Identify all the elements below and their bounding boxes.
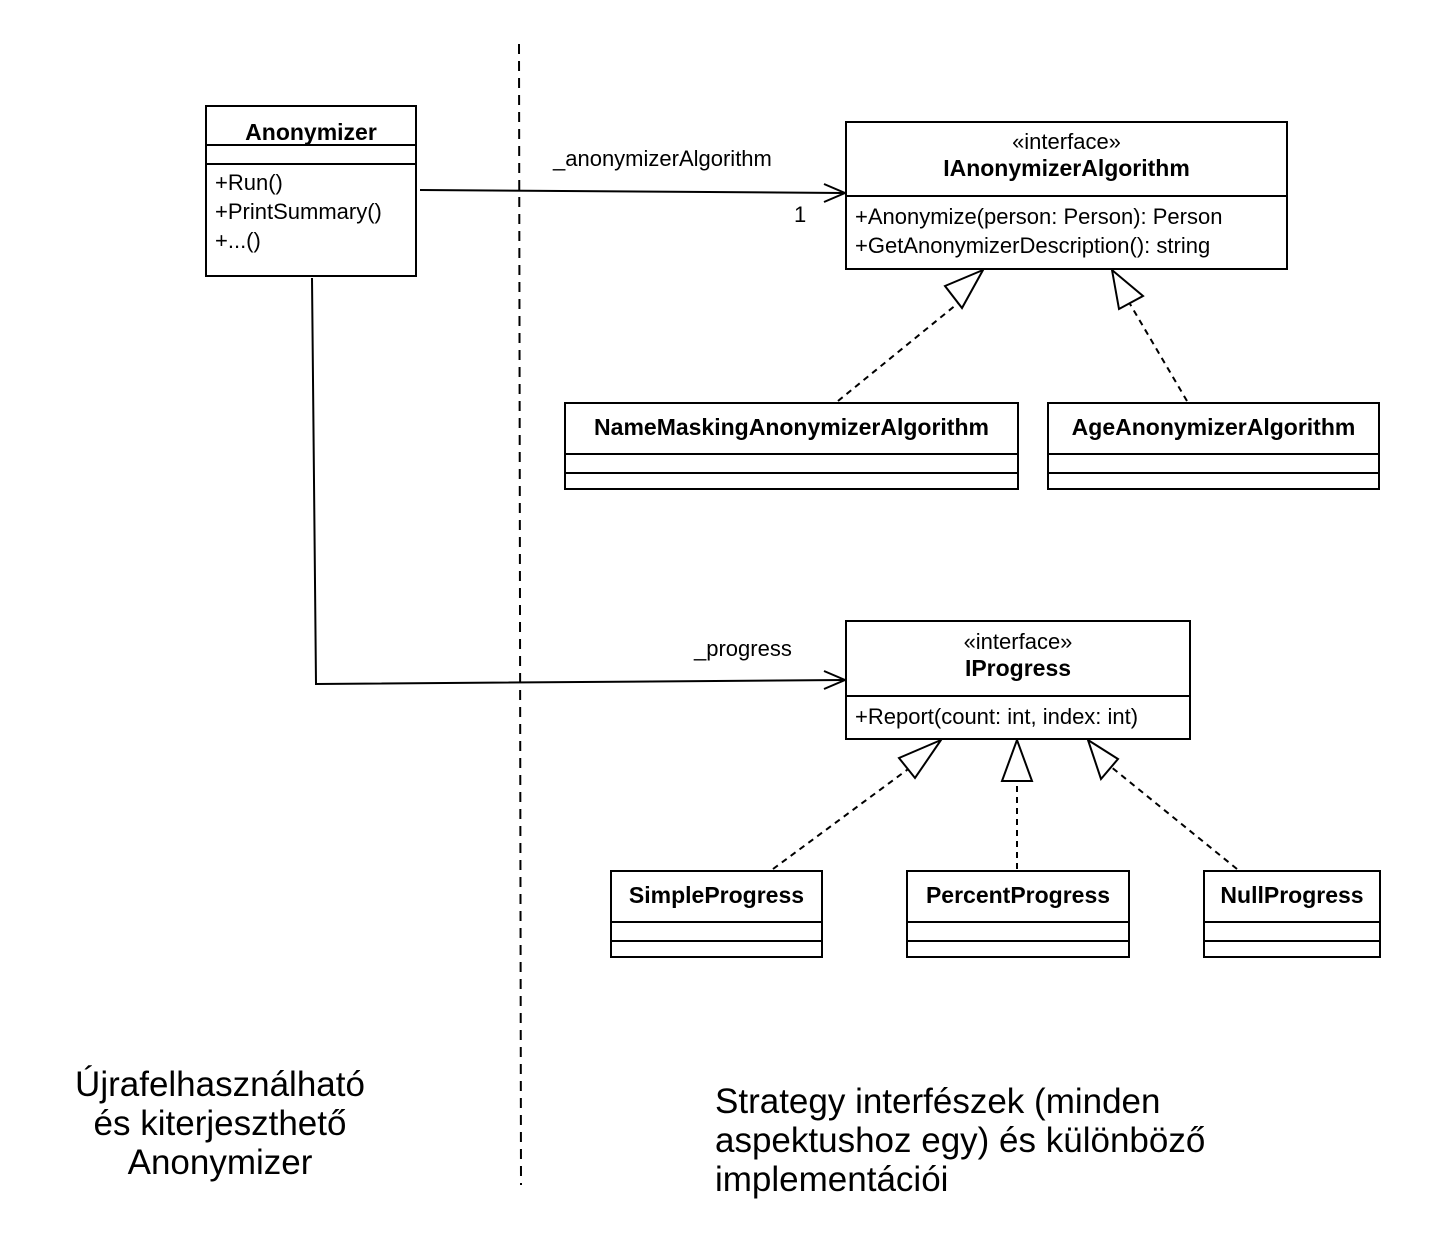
interface-iprogress-name: IProgress <box>964 655 1072 681</box>
class-attributes-compartment <box>1205 921 1379 940</box>
association-progress-role: _progress <box>694 636 792 661</box>
realization-null-arrowhead <box>1086 737 1120 781</box>
class-attributes-compartment <box>612 921 821 940</box>
interface-ianonymizer-algorithm: «interface» IAnonymizerAlgorithm +Anonym… <box>845 121 1288 270</box>
class-percent-progress-name: PercentProgress <box>925 882 1111 908</box>
note-right-line: Strategy interfészek (minden <box>715 1082 1161 1121</box>
operation: +Run() <box>215 170 283 195</box>
interface-ianonymizer-algorithm-header: «interface» IAnonymizerAlgorithm <box>847 123 1286 195</box>
interface-ianonymizer-algorithm-operations: +Anonymize(person: Person): Person +GetA… <box>847 195 1286 260</box>
interface-ianonymizer-algorithm-name: IAnonymizerAlgorithm <box>943 155 1190 181</box>
realization-simple-line <box>772 763 916 870</box>
association-algorithm-line <box>419 189 844 194</box>
operation: +...() <box>215 228 261 253</box>
class-age-anonymizer-algorithm: AgeAnonymizerAlgorithm <box>1047 402 1380 490</box>
realization-namemasking-line <box>837 299 963 402</box>
note-right-line: aspektushoz egy) és különböző <box>715 1121 1206 1160</box>
class-operations-compartment <box>908 940 1128 942</box>
class-operations-compartment <box>1049 472 1378 474</box>
class-anonymizer-name: Anonymizer <box>245 119 377 145</box>
interface-iprogress-header: «interface» IProgress <box>847 622 1189 695</box>
note-right-line: implementációi <box>715 1160 949 1199</box>
note-left-line: Anonymizer <box>127 1143 313 1182</box>
realization-percent-arrowhead <box>1000 737 1034 782</box>
class-anonymizer-attributes <box>207 144 415 163</box>
class-anonymizer: Anonymizer +Run() +PrintSummary() +...() <box>205 105 417 277</box>
class-operations-compartment <box>566 472 1017 474</box>
class-attributes-compartment <box>1049 453 1378 472</box>
realization-simple-arrowhead <box>897 737 944 780</box>
note-left-line: Újrafelhasználható <box>75 1065 365 1104</box>
association-algorithm-role: _anonymizerAlgorithm <box>553 146 772 171</box>
operation: +Anonymize(person: Person): Person <box>855 204 1223 229</box>
note-left-line: és kiterjeszthető <box>93 1104 347 1143</box>
class-attributes-compartment <box>908 921 1128 940</box>
class-name-masking-name: NameMaskingAnonymizerAlgorithm <box>594 414 989 440</box>
class-simple-progress-name: SimpleProgress <box>628 882 805 908</box>
class-attributes-compartment <box>566 453 1017 472</box>
operation: +Report(count: int, index: int) <box>855 704 1139 729</box>
interface-iprogress-operations: +Report(count: int, index: int) <box>847 695 1189 731</box>
divider-line <box>518 43 522 1186</box>
operation: +GetAnonymizerDescription(): string <box>855 233 1211 258</box>
stereotype-label: «interface» <box>1012 129 1121 154</box>
class-percent-progress: PercentProgress <box>906 870 1130 958</box>
interface-iprogress: «interface» IProgress +Report(count: int… <box>845 620 1191 740</box>
stereotype-label: «interface» <box>963 629 1073 654</box>
class-null-progress-name: NullProgress <box>1220 882 1364 908</box>
note-right: Strategy interfészek (minden aspektushoz… <box>715 1082 1355 1199</box>
note-left: Újrafelhasználható és kiterjeszthető Ano… <box>40 1065 400 1182</box>
association-progress-line <box>311 277 844 686</box>
class-simple-progress: SimpleProgress <box>610 870 823 958</box>
class-operations-compartment <box>612 940 821 942</box>
class-age-anonymizer-name: AgeAnonymizerAlgorithm <box>1071 414 1356 440</box>
realization-namemasking-arrowhead <box>943 267 986 310</box>
class-name-masking-anonymizer-algorithm: NameMaskingAnonymizerAlgorithm <box>564 402 1019 490</box>
class-null-progress: NullProgress <box>1203 870 1381 958</box>
class-anonymizer-operations: +Run() +PrintSummary() +...() <box>207 163 415 255</box>
operation: +PrintSummary() <box>215 199 382 224</box>
class-operations-compartment <box>1205 940 1379 942</box>
realization-age-arrowhead <box>1110 267 1145 311</box>
association-algorithm-multiplicity: 1 <box>794 202 807 227</box>
realization-age-line <box>1129 303 1188 402</box>
realization-null-line <box>1109 765 1238 870</box>
